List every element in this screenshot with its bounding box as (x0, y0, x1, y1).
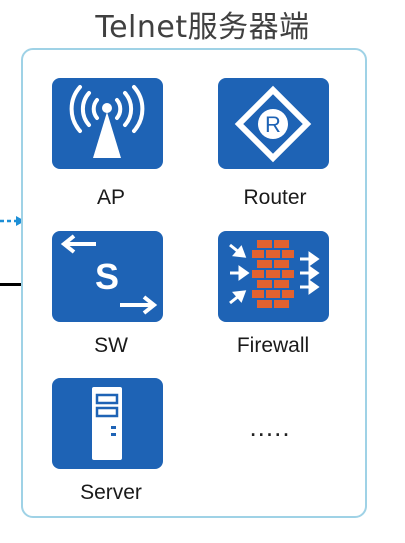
diagram-title: Telnet服务器端 (95, 10, 310, 45)
wireless-ap-icon (69, 85, 145, 158)
device-label-ap: AP (96, 186, 125, 209)
router-icon: R (234, 85, 312, 163)
firewall-tile (218, 231, 329, 322)
device-label-server: Server (80, 481, 142, 504)
dashed-arrow-icon (0, 216, 25, 226)
device-label-sw: SW (94, 334, 128, 357)
device-label-firewall: Firewall (236, 334, 310, 357)
router-tile: R (218, 78, 329, 169)
connection-line (0, 283, 22, 286)
firewall-icon (229, 238, 320, 310)
server-tile (52, 378, 163, 469)
switch-tile: S (52, 231, 163, 322)
device-label-router: Router (243, 186, 307, 209)
ap-tile (52, 78, 163, 169)
server-icon (92, 387, 122, 460)
switch-icon: S (60, 234, 158, 315)
svg-text:R: R (265, 112, 281, 137)
svg-text:S: S (95, 256, 119, 297)
more-devices-ellipsis: ..... (249, 412, 291, 442)
